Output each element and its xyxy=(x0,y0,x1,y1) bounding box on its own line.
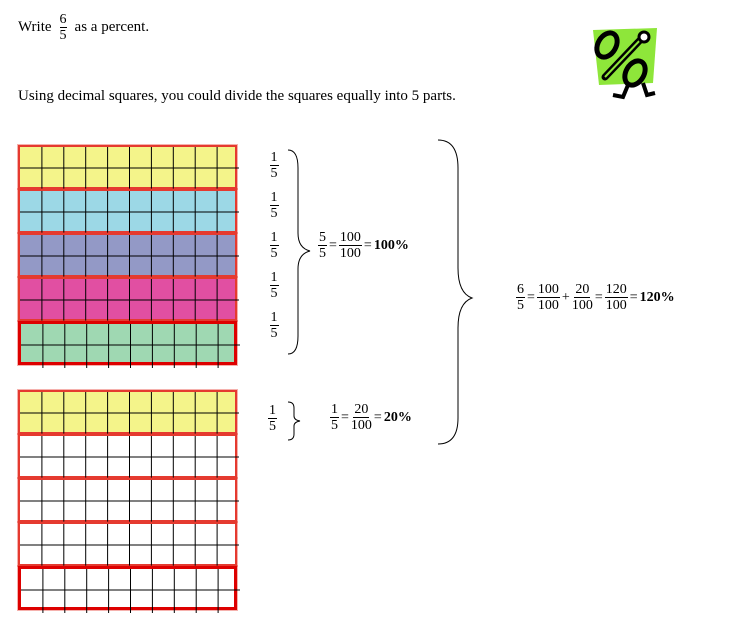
grid-band xyxy=(17,276,239,323)
grid-band xyxy=(17,389,239,436)
question-write: Write xyxy=(18,19,52,35)
small-brace-icon xyxy=(287,149,311,355)
tiny-brace-icon xyxy=(287,401,301,441)
grid-band xyxy=(17,144,239,191)
grid-band xyxy=(17,433,239,480)
grid-band xyxy=(17,188,239,235)
grid-band xyxy=(17,232,239,279)
result-120-percent: 120% xyxy=(639,289,675,305)
question-suffix: as a percent. xyxy=(74,19,150,35)
result-100-percent: 100% xyxy=(373,237,409,253)
large-brace-icon xyxy=(437,139,474,445)
percent-icon xyxy=(585,25,665,108)
decimal-grid-top xyxy=(17,144,240,368)
grid-band xyxy=(17,521,239,568)
grid-band xyxy=(17,477,239,524)
result-20-percent: 20% xyxy=(383,409,412,425)
decimal-grid-bottom xyxy=(17,389,240,613)
grid-band xyxy=(17,565,240,613)
grid-band xyxy=(17,320,240,368)
instruction-text: Using decimal squares, you could divide … xyxy=(18,88,456,104)
